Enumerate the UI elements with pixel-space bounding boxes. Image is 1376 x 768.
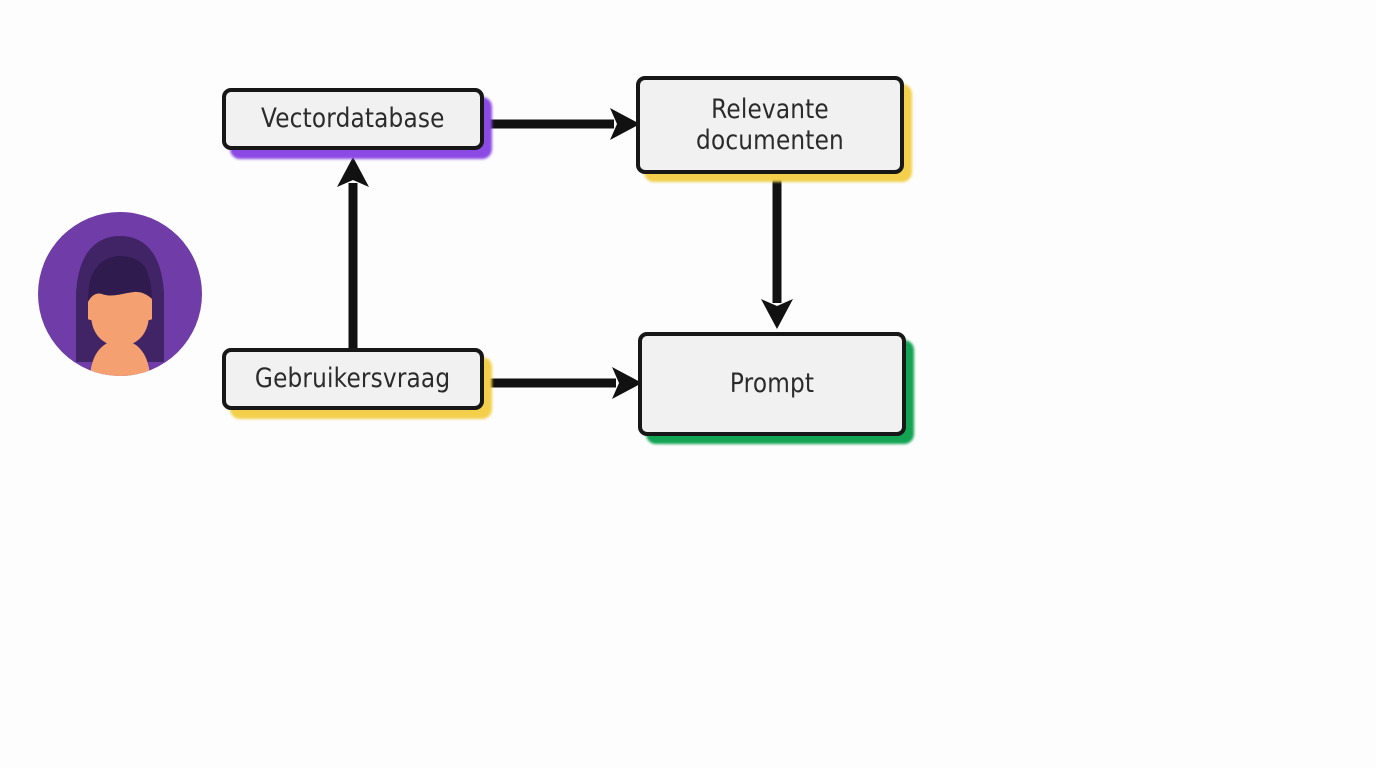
node-card: Vectordatabase [222, 88, 484, 150]
edge-gebruikersvraag-to-prompt [487, 367, 642, 399]
edge-gebruikersvraag-to-vectordatabase [337, 157, 369, 348]
node-prompt[interactable]: Prompt [638, 332, 914, 444]
node-vectordatabase[interactable]: Vectordatabase [222, 88, 492, 159]
node-label: Vectordatabase [261, 103, 445, 135]
edge-vectordatabase-to-relevante [487, 108, 640, 140]
edge-relevante-to-prompt [761, 175, 793, 329]
node-relevante-documenten[interactable]: Relevante documenten [636, 76, 912, 182]
node-label: Relevante documenten [696, 93, 844, 156]
user-avatar [38, 212, 202, 376]
node-card: Gebruikersvraag [222, 348, 484, 410]
node-label: Gebruikersvraag [255, 363, 451, 395]
user-avatar-icon [38, 212, 202, 376]
node-gebruikersvraag[interactable]: Gebruikersvraag [222, 348, 492, 419]
node-card: Relevante documenten [636, 76, 904, 174]
node-label: Prompt [729, 368, 815, 400]
node-card: Prompt [638, 332, 906, 436]
